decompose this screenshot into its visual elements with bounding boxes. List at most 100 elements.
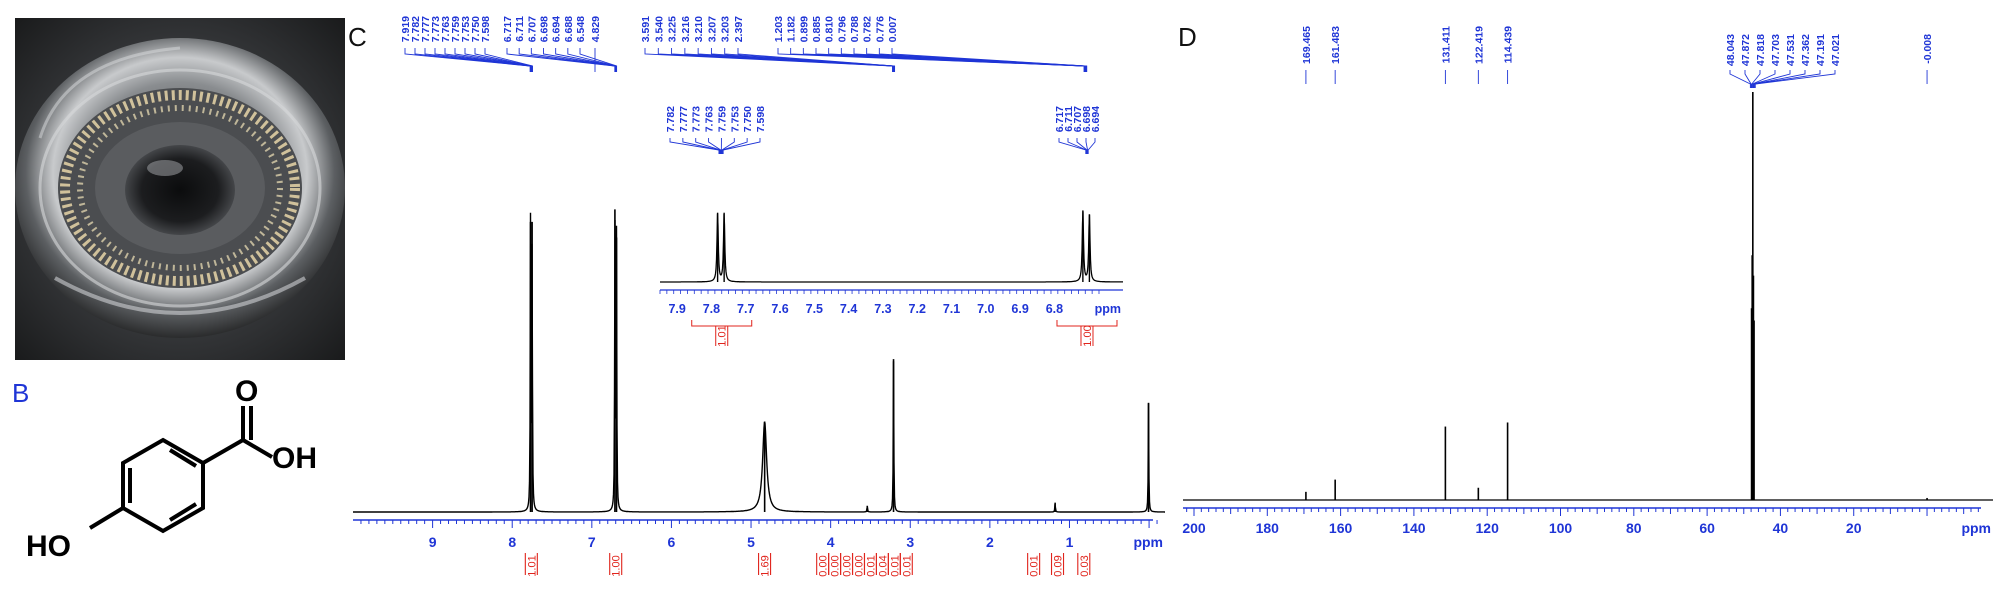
carbon-peak-label: 169.465 (1301, 26, 1313, 64)
proton-integral-value: 1.01 (526, 555, 538, 576)
proton-integral-value: 0.01 (1029, 555, 1041, 576)
carbon-tick-label: 140 (1402, 520, 1426, 536)
carbon-tick-label: 60 (1699, 520, 1715, 536)
proton-peak-label: 1.182 (786, 16, 798, 42)
proton-inset-tick-label: 7.7 (737, 302, 754, 316)
carbon-peak-label: 114.439 (1503, 26, 1515, 64)
proton-peak-label: 0.007 (887, 16, 899, 42)
proton-peak-leader (415, 48, 530, 72)
proton-inset-peak-label: 6.694 (1090, 106, 1102, 132)
carbon-tick-label: 100 (1549, 520, 1573, 536)
proton-peak-label: 0.788 (849, 16, 861, 42)
proton-peak-leader (445, 48, 531, 72)
carbonyl-oxygen-label: O (235, 375, 258, 408)
carbon-cluster-leader (1730, 70, 1750, 88)
proton-peak-leader (435, 48, 531, 72)
proton-spectrum-trace (353, 209, 1165, 512)
proton-integral: 0.00 (841, 553, 854, 577)
proton-peak-label: 3.203 (720, 16, 732, 42)
proton-integral-value: 0.01 (889, 555, 901, 576)
proton-integral-value: 0.00 (842, 555, 854, 576)
carbon-spectrum-trace (1183, 92, 1993, 500)
proton-peak-label: 6.548 (575, 16, 587, 42)
proton-peak-leader (725, 48, 895, 72)
proton-inset-tick-label: 7.8 (703, 302, 720, 316)
chemical-structure: O OH HO (0, 368, 345, 589)
proton-peak-label: 6.711 (514, 16, 526, 42)
proton-inset-peak-label: 7.753 (729, 106, 741, 132)
carbon-peak-label: 122.419 (1473, 26, 1485, 64)
proton-peak-label: 3.216 (680, 16, 692, 42)
carbon-cluster-label: 47.362 (1800, 34, 1812, 66)
proton-integral: 0.00 (853, 553, 866, 577)
proton-integral: 0.03 (1078, 553, 1091, 577)
crystal-photo (15, 18, 345, 360)
proton-peak-label: 0.899 (798, 16, 810, 42)
proton-peak-label: 7.598 (480, 16, 492, 42)
proton-peak-label: 3.225 (667, 16, 679, 42)
carbon-cluster-label: 48.043 (1725, 34, 1737, 66)
proton-inset-peak-leader (670, 138, 719, 154)
carbon-cluster-label: 47.531 (1785, 34, 1797, 66)
proton-peak-leader (519, 48, 615, 72)
proton-peak-label: 4.829 (590, 16, 602, 42)
proton-inset-tick-label: 7.5 (806, 302, 823, 316)
proton-peak-label: 6.717 (502, 16, 514, 42)
carbon-cluster-leader (1755, 70, 1835, 88)
proton-tick-label: 2 (986, 534, 994, 550)
proton-peak-label: 6.698 (539, 16, 551, 42)
carbon-axis-unit: ppm (1961, 520, 1991, 536)
proton-peak-label: 3.540 (653, 16, 665, 42)
proton-inset-integral-value: 1.01 (717, 325, 729, 346)
proton-tick-label: 3 (906, 534, 914, 550)
acid-hydroxyl-label: OH (272, 442, 317, 475)
proton-integral: 0.00 (817, 553, 830, 577)
proton-peak-leader (425, 48, 531, 72)
proton-tick-label: 1 (1066, 534, 1074, 550)
carbon-cluster-label: 47.021 (1830, 34, 1842, 66)
proton-peak-label: 3.207 (706, 16, 718, 42)
carbon-cluster-label: 47.818 (1755, 34, 1767, 66)
proton-peak-label: 0.782 (862, 16, 874, 42)
proton-integral: 0.01 (888, 553, 901, 577)
proton-tick-label: 6 (668, 534, 676, 550)
carbon-tick-label: 120 (1476, 520, 1500, 536)
proton-nmr-spectrum: 7.9197.7827.7777.7737.7637.7597.7537.750… (345, 0, 1175, 589)
proton-inset-tick-label: 7.4 (840, 302, 857, 316)
proton-peak-label: 0.810 (824, 16, 836, 42)
proton-peak-label: 6.688 (563, 16, 575, 42)
proton-inset-peak-leader (722, 138, 734, 154)
proton-integral-value: 0.01 (865, 555, 877, 576)
carboxyl-bonds (90, 406, 272, 528)
proton-inset-tick-label: 7.2 (909, 302, 926, 316)
proton-integral-value: 1.00 (611, 555, 623, 576)
proton-integral-value: 0.04 (877, 555, 889, 576)
proton-peak-label: 6.707 (526, 16, 538, 42)
proton-inset-axis-unit: ppm (1095, 302, 1121, 316)
proton-spectrum-line (353, 213, 1165, 512)
carbon-peak-label: 161.483 (1330, 26, 1342, 64)
proton-inset-peak-label: 7.777 (678, 106, 690, 132)
carbon-cluster-label: 47.872 (1740, 34, 1752, 66)
proton-integral: 0.09 (1052, 553, 1065, 577)
phenol-hydroxyl-label: HO (26, 530, 71, 563)
proton-tick-label: 7 (588, 534, 596, 550)
proton-inset-peak-label: 7.750 (742, 106, 754, 132)
proton-tick-label: 5 (747, 534, 755, 550)
proton-integral-value: 1.69 (760, 555, 772, 576)
carbon-cluster-label: 47.703 (1770, 34, 1782, 66)
carbon-tick-label: 40 (1773, 520, 1789, 536)
proton-peak-label: 0.776 (874, 16, 886, 42)
proton-inset-tick-label: 7.0 (977, 302, 994, 316)
carbon-tick-label: 200 (1182, 520, 1206, 536)
proton-peak-labels: 7.9197.7827.7777.7737.7637.7597.7537.750… (400, 16, 1087, 72)
proton-integral: 0.04 (876, 553, 889, 577)
proton-integral-value: 0.03 (1079, 555, 1091, 576)
proton-inset-peak-label: 7.759 (716, 106, 728, 132)
proton-inset-peak-label: 7.598 (755, 106, 767, 132)
proton-tick-label: 4 (827, 534, 835, 550)
